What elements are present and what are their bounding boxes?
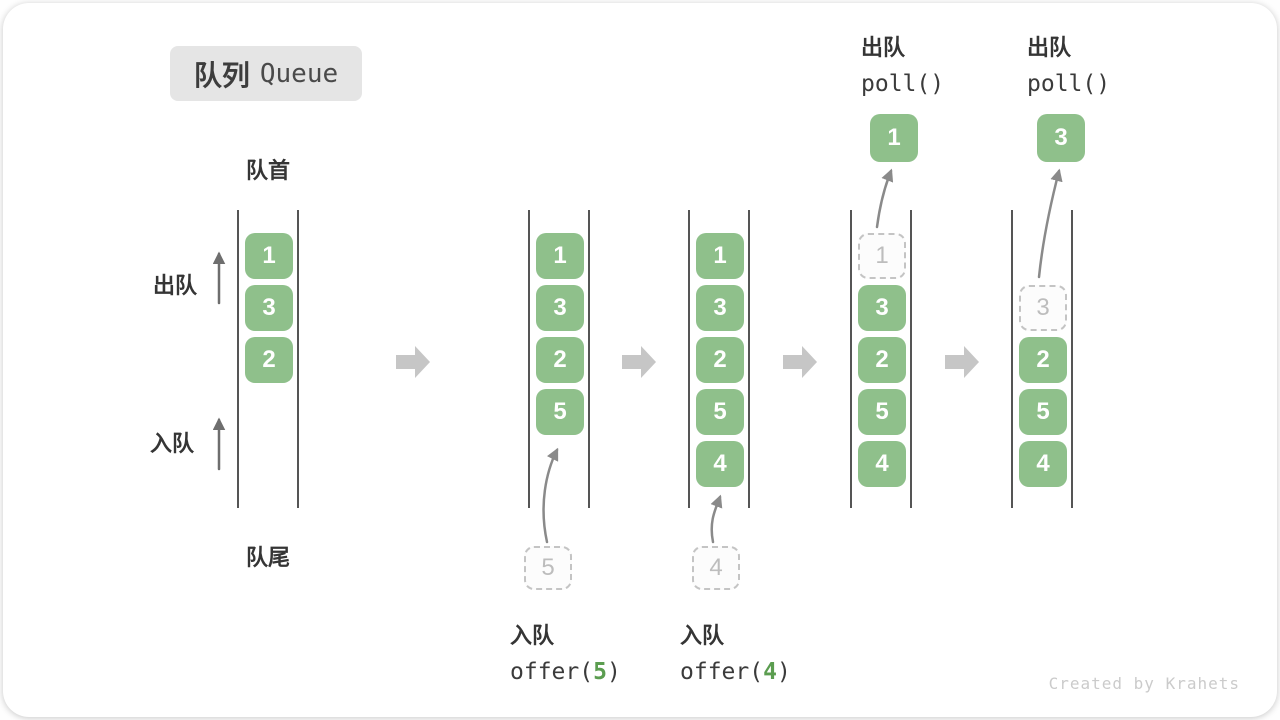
code-arg: 4 [763, 659, 777, 685]
op-enqueue-5-label: 入队 [510, 623, 555, 648]
queue-state-1: 1 3 2 [237, 210, 299, 508]
label-queue-front: 队首 [245, 158, 290, 183]
title-en: Queue [259, 58, 339, 89]
code-fn: offer( [510, 659, 594, 685]
incoming-item-5: 5 [524, 546, 572, 590]
title-chip: 队列 Queue [170, 46, 362, 101]
queue-item: 3 [696, 285, 744, 331]
op-enqueue-4: 入队 offer(4) [680, 618, 791, 685]
queue-item: 2 [1019, 337, 1067, 383]
op-poll-3-label: 出队 [1027, 35, 1072, 60]
code-close: ) [776, 659, 791, 685]
queue-item-ghost: 3 [1019, 285, 1067, 331]
queue-item: 5 [1019, 389, 1067, 435]
queue-item: 3 [536, 285, 584, 331]
queue-state-2: 1 3 2 5 [528, 210, 590, 508]
out-item-1: 1 [870, 114, 918, 162]
queue-item-ghost: 1 [858, 233, 906, 279]
queue-item: 5 [696, 389, 744, 435]
queue-item: 1 [245, 233, 293, 279]
transition-arrow-icon [943, 344, 981, 380]
op-poll-1-label: 出队 [861, 35, 906, 60]
queue-state-3: 1 3 2 5 4 [688, 210, 750, 508]
queue-item: 1 [536, 233, 584, 279]
op-poll-1: 出队 poll() [861, 30, 944, 97]
transition-arrow-icon [620, 344, 658, 380]
code-arg: 5 [593, 659, 607, 685]
op-poll-3-code: poll() [1027, 71, 1111, 97]
label-queue-rear: 队尾 [245, 545, 290, 570]
queue-item: 4 [1019, 441, 1067, 487]
op-poll-3: 出队 poll() [1027, 30, 1110, 97]
op-enqueue-4-code: offer(4) [680, 659, 791, 685]
block-arrow-shape [945, 346, 979, 378]
transition-arrow-icon [781, 344, 819, 380]
queue-item: 5 [536, 389, 584, 435]
block-arrow-shape [622, 346, 656, 378]
queue-item: 4 [858, 441, 906, 487]
watermark: Created by Krahets [1048, 674, 1240, 693]
queue-state-5: 3 2 5 4 [1011, 210, 1073, 508]
label-dequeue-left: 出队 [153, 273, 198, 298]
queue-item: 3 [245, 285, 293, 331]
block-arrow-shape [783, 346, 817, 378]
transition-arrow-icon [394, 344, 432, 380]
queue-item: 5 [858, 389, 906, 435]
queue-item: 2 [536, 337, 584, 383]
op-poll-1-code: poll() [861, 71, 945, 97]
block-arrow-shape [396, 346, 430, 378]
queue-item: 4 [696, 441, 744, 487]
out-item-3: 3 [1037, 114, 1085, 162]
queue-item: 2 [696, 337, 744, 383]
queue-item: 2 [245, 337, 293, 383]
op-enqueue-4-label: 入队 [680, 623, 725, 648]
label-enqueue-left: 入队 [150, 431, 195, 456]
queue-item: 2 [858, 337, 906, 383]
op-enqueue-5: 入队 offer(5) [510, 618, 621, 685]
title-zh: 队列 [193, 59, 250, 91]
code-fn: offer( [680, 659, 764, 685]
queue-state-4: 1 3 2 5 4 [850, 210, 912, 508]
queue-item: 1 [696, 233, 744, 279]
code-close: ) [606, 659, 621, 685]
incoming-item-4: 4 [692, 546, 740, 590]
queue-item: 3 [858, 285, 906, 331]
op-enqueue-5-code: offer(5) [510, 659, 621, 685]
